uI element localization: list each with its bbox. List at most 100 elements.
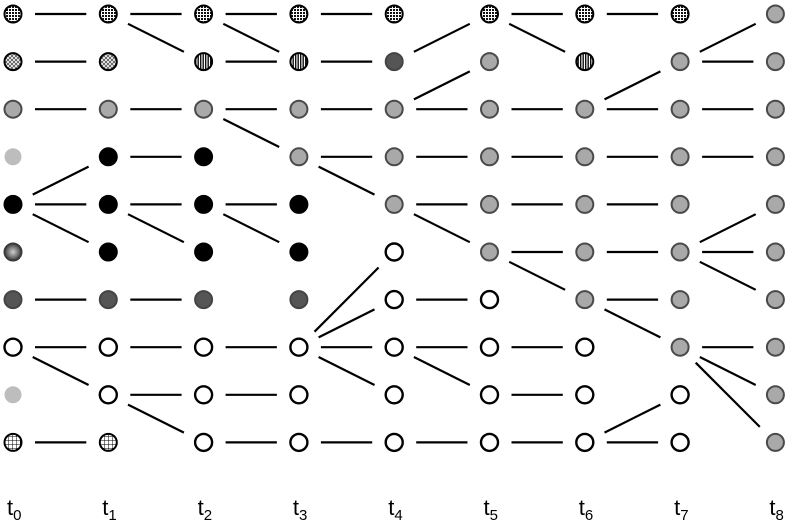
node-t3-r3-gray — [289, 147, 309, 167]
node-t3-r1-striped — [289, 52, 309, 72]
node-t5-r2-gray — [480, 99, 499, 119]
node-t4-r6-white — [384, 289, 404, 310]
node-t2-r3-black — [194, 147, 214, 167]
node-t8-r7-gray — [765, 337, 785, 357]
node-t5-r9-white — [479, 432, 500, 453]
time-label-2: t2 — [198, 495, 212, 524]
edge-t7r7-t8r9 — [694, 361, 761, 428]
edge-t2r4-t3r5 — [222, 213, 280, 244]
edge-t7r7-t8r8 — [699, 356, 757, 386]
node-t1-r9-grid — [98, 432, 118, 452]
node-t0-r9-grid — [3, 432, 23, 452]
time-label-7: t7 — [674, 495, 688, 524]
node-t5-r8-white — [479, 385, 500, 405]
time-label-6: t6 — [579, 495, 593, 524]
time-label-3: t3 — [293, 495, 307, 524]
time-label-8: t8 — [769, 495, 783, 524]
node-t2-r0-dotted — [194, 4, 214, 24]
node-t7-r6-gray — [670, 290, 690, 310]
node-t3-r8-white — [289, 385, 309, 405]
edge-t3r7-t4r6 — [318, 308, 375, 339]
edge-t0r7-t1r8 — [32, 356, 90, 386]
node-t8-r4-gray — [765, 194, 785, 214]
node-t4-r1-darkgray — [384, 52, 404, 72]
time-label-0: t0 — [7, 495, 21, 524]
node-t5-r1-gray — [480, 52, 499, 72]
node-t3-r4-black — [289, 194, 309, 214]
edge-t6r9-t7r8 — [604, 403, 661, 434]
node-t2-r8-white — [193, 385, 214, 405]
node-t2-r7-white — [193, 337, 214, 357]
edge-t1r4-t2r5 — [127, 213, 185, 244]
node-t6-r6-gray — [575, 290, 595, 310]
node-t8-r6-gray — [765, 290, 785, 310]
node-t3-r7-white — [289, 337, 309, 357]
node-t8-r5-gray — [765, 242, 785, 262]
node-t3-r5-black — [289, 242, 309, 262]
node-t4-r0-dotted — [384, 4, 404, 24]
node-t7-r1-gray — [670, 52, 690, 72]
edge-t5r0-t6r1 — [508, 22, 566, 53]
node-t7-r2-gray — [670, 99, 690, 119]
time-label-1: t1 — [102, 495, 116, 524]
node-t3-r9-white — [289, 432, 309, 453]
node-t6-r3-gray — [575, 147, 595, 167]
node-t0-r8-lightgray — [4, 386, 22, 404]
node-t7-r3-gray — [670, 147, 690, 167]
node-t5-r4-gray — [480, 194, 499, 214]
nodes-layer — [3, 4, 785, 453]
node-t5-r0-dotted — [480, 4, 499, 24]
node-t0-r4-black — [3, 194, 23, 214]
time-label-4: t4 — [388, 495, 402, 524]
edge-t5r5-t6r6 — [508, 260, 566, 291]
node-t4-r7-white — [384, 337, 404, 357]
node-t4-r2-gray — [384, 99, 404, 119]
node-t7-r7-gray — [670, 337, 690, 357]
node-t6-r9-white — [575, 432, 595, 453]
edges-layer — [32, 12, 761, 444]
edge-t4r4-t5r5 — [413, 213, 471, 244]
node-t2-r4-black — [194, 194, 214, 214]
node-t6-r0-dotted — [575, 4, 595, 24]
edge-t0r4-t1r5 — [32, 213, 90, 244]
node-t4-r4-gray — [384, 194, 404, 214]
node-t3-r6-darkgray — [289, 290, 309, 310]
node-t8-r8-gray — [765, 385, 785, 405]
edge-t3r3-t4r4 — [318, 165, 375, 196]
node-t1-r5-black — [98, 242, 118, 262]
node-t0-r0-dotted — [3, 4, 23, 24]
edge-t0r4-t1r3 — [32, 165, 90, 196]
node-t1-r4-black — [98, 194, 118, 214]
edge-t7r5-t8r4 — [699, 213, 757, 244]
edge-t3r7-t4r5 — [313, 266, 380, 333]
node-t2-r5-black — [194, 242, 214, 262]
node-t0-r3-lightgray — [4, 148, 22, 166]
node-t6-r5-gray — [575, 242, 595, 262]
edge-t4r2-t5r1 — [413, 70, 471, 101]
node-t5-r7-white — [479, 337, 500, 357]
node-t2-r2-gray — [194, 99, 214, 119]
node-t1-r1-cross — [98, 52, 118, 72]
node-t6-r2-gray — [575, 99, 595, 119]
node-t3-r0-dotted — [289, 4, 309, 24]
node-t1-r3-black — [98, 147, 118, 167]
node-t8-r2-gray — [765, 99, 785, 119]
node-t6-r1-striped — [575, 52, 595, 72]
node-t5-r3-gray — [480, 147, 499, 167]
node-t8-r9-gray — [765, 432, 785, 452]
node-t1-r6-darkgray — [98, 290, 118, 310]
node-t8-r1-gray — [765, 52, 785, 72]
node-t6-r4-gray — [575, 194, 595, 214]
node-t7-r0-dotted — [670, 4, 690, 24]
edge-t4r1-t5r0 — [413, 22, 471, 53]
node-t4-r5-white — [384, 242, 404, 262]
node-t1-r0-dotted — [98, 4, 118, 24]
node-t6-r7-white — [575, 337, 595, 357]
edge-t1r0-t2r1 — [127, 22, 185, 53]
node-t1-r8-white — [98, 385, 119, 405]
node-t7-r4-gray — [670, 194, 690, 214]
node-t7-r5-gray — [670, 242, 690, 262]
node-t7-r8-white — [670, 385, 690, 405]
